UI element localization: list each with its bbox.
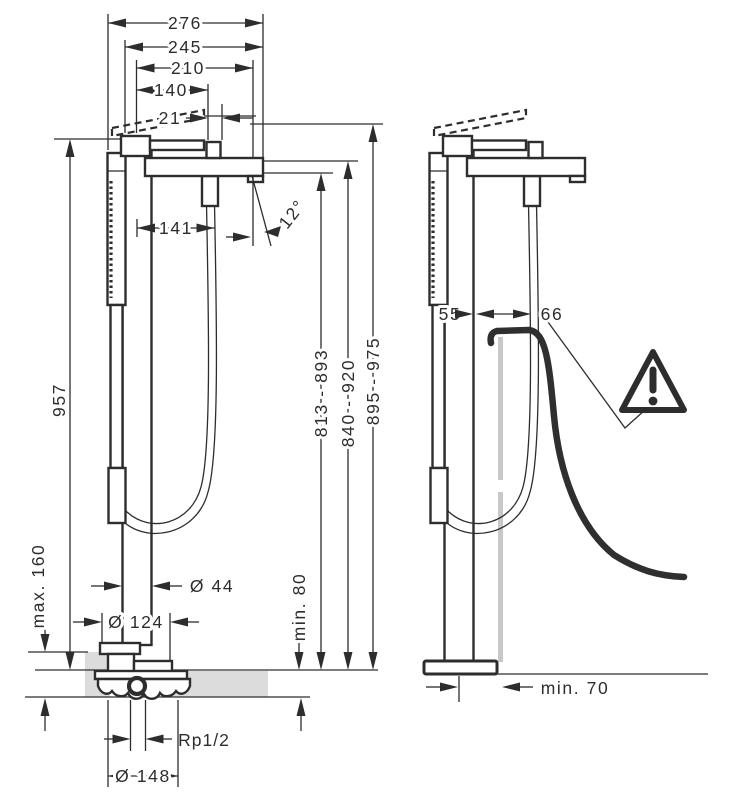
dimension-12deg: 12°: [226, 175, 313, 247]
dim-label-895-975: 895 - 975: [363, 337, 383, 425]
height-dimensions: 813 - 893 840 - 920 895 - 975: [204, 115, 386, 670]
handle-pivot-block: [441, 134, 474, 158]
dimension-dia-44: Ø 44: [91, 573, 236, 599]
riser-column: [443, 148, 475, 664]
extension-lines-left: [107, 14, 264, 157]
lever-handle: [470, 139, 528, 152]
floor-section-left: [25, 651, 378, 698]
dimension-21: 21: [156, 105, 253, 131]
hose-outlet-stub: [522, 174, 542, 208]
spout-outlet: [568, 174, 587, 184]
diverter-knob: [205, 140, 222, 160]
dim-label-245: 245: [168, 37, 202, 57]
flange-center-port: [126, 675, 148, 697]
dimension-dia-124: Ø 124: [73, 609, 199, 660]
dimension-max-160: max. 160: [25, 541, 51, 731]
lever-handle-raised-dashed: [432, 108, 528, 138]
handshower-handle: [431, 303, 446, 470]
spout-outlet: [246, 174, 265, 184]
dim-label-840-920: 840 - 920: [338, 359, 358, 447]
warning-triangle-icon: [619, 349, 687, 413]
dim-label-min-80: min. 80: [289, 573, 309, 642]
handshower-grip: [107, 466, 127, 525]
lever-handle: [148, 139, 206, 152]
lever-handle-raised-dashed: [110, 108, 206, 138]
handshower-handle: [109, 303, 124, 470]
dimension-245: 245: [125, 34, 263, 60]
dim-label-813-893: 813 - 893: [311, 349, 331, 437]
dimension-rp12: Rp1/2: [104, 700, 232, 753]
dim-label-957: 957: [49, 383, 69, 417]
tub-rim-profile: [487, 326, 688, 581]
dimension-min-80: min. 80: [286, 570, 312, 731]
dim-label-dia-44: Ø 44: [190, 576, 234, 596]
dim-label-141: 141: [159, 218, 193, 238]
dimension-66: 66: [476, 301, 565, 327]
spout-body: [465, 156, 587, 178]
hose-outlet-stub: [200, 174, 220, 208]
dimension-55: 55: [436, 301, 473, 327]
base-plate: [422, 659, 499, 676]
dim-label-dia-148: Ø 148: [115, 766, 171, 786]
faucet-left-view: [106, 108, 265, 647]
faucet-right-view: [422, 108, 708, 676]
diverter-knob: [527, 140, 544, 160]
dimension-957: 957: [46, 138, 122, 670]
dim-label-140: 140: [154, 80, 188, 100]
dimension-140: 140: [136, 77, 208, 103]
dimension-276: 276: [108, 10, 263, 36]
dim-label-max-160: max. 160: [28, 544, 48, 629]
spout-body: [143, 156, 265, 178]
handshower-grip: [429, 466, 449, 525]
dim-label-21: 21: [159, 108, 182, 128]
warning-leader: [547, 321, 647, 429]
dim-label-min-70: min. 70: [541, 678, 610, 698]
dim-label-276: 276: [168, 13, 202, 33]
dimension-141: 141: [136, 215, 215, 241]
dim-label-210: 210: [171, 58, 205, 78]
dimension-210: 210: [136, 55, 253, 81]
dim-label-rp12: Rp1/2: [178, 730, 230, 750]
dimension-min-70: min. 70: [426, 675, 611, 702]
dim-label-dia-124: Ø 124: [108, 612, 164, 632]
dimension-dia-148: Ø 148: [107, 700, 179, 789]
handle-pivot-block: [119, 134, 152, 158]
floor-mounting-flange: [93, 669, 192, 700]
dim-label-66: 66: [541, 304, 564, 324]
